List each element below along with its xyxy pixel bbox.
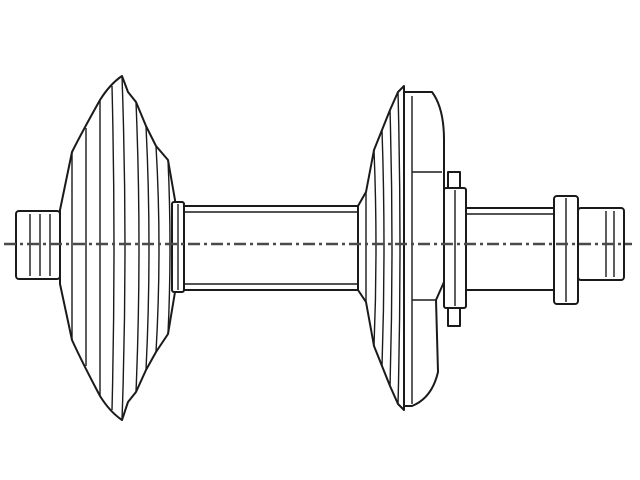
intermediate-shaft xyxy=(465,207,555,291)
right-cv-boot xyxy=(357,85,405,411)
left-cv-boot xyxy=(59,75,176,421)
left-boot-clamp xyxy=(171,201,185,293)
main-shaft xyxy=(183,205,361,291)
hex-nut xyxy=(443,171,467,327)
inner-joint-housing xyxy=(403,91,445,407)
bearing-collar xyxy=(553,195,579,305)
